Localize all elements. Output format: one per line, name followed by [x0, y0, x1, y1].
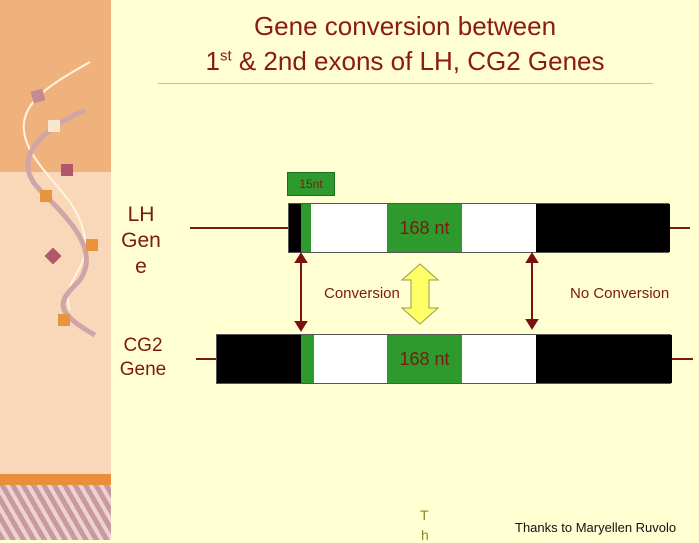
- sidebar-pattern: [0, 485, 111, 540]
- cg2-168nt-segment: 168 nt: [387, 335, 462, 383]
- cg2-intron-left: [196, 358, 216, 360]
- cg2-intron-right: [671, 358, 693, 360]
- 15nt-label-box: 15nt: [287, 172, 335, 196]
- credit-text: Thanks to Maryellen Ruvolo: [515, 520, 677, 535]
- no-conversion-label: No Conversion: [570, 285, 670, 302]
- conversion-arrows: [294, 252, 539, 332]
- lh-168nt-segment: 168 nt: [387, 204, 462, 252]
- sidebar-orange-stripe: [0, 474, 111, 485]
- dna-strand-decoration: [22, 61, 98, 338]
- conversion-label: Conversion: [324, 285, 400, 302]
- cg2-gene-exon: 168 nt: [216, 334, 672, 384]
- lh-gene-exon: 168 nt: [288, 203, 670, 253]
- stray-text-t: T: [420, 507, 429, 523]
- yellow-double-arrow-icon: [400, 263, 440, 325]
- lh-intron-left: [190, 227, 288, 229]
- title-line-2: 1st & 2nd exons of LH, CG2 Genes: [205, 46, 605, 76]
- stray-text-h: h: [421, 527, 429, 543]
- title-underline: [158, 83, 653, 84]
- lh-intron-right: [669, 227, 690, 229]
- title-line-1: Gene conversion between: [253, 11, 557, 41]
- sidebar-top-band: [0, 0, 111, 172]
